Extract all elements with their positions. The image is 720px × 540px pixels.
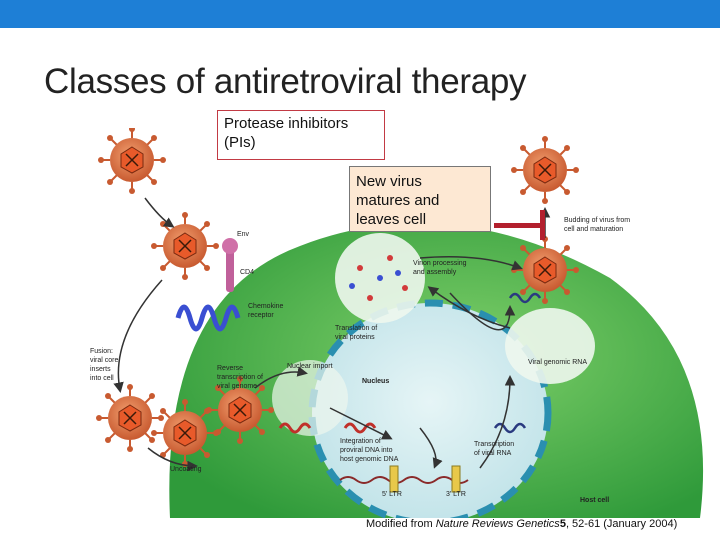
label-chemokine-1: Chemokine (248, 303, 284, 310)
new-virus-line-1: New virus (356, 173, 422, 190)
label-env: Env (237, 231, 250, 238)
mature-virion (510, 135, 580, 205)
label-translation-1: Translation of (335, 325, 377, 332)
label-virion-2: and assembly (413, 269, 457, 276)
label-reverse-3: viral genome (217, 383, 257, 390)
label-fusion-1: Fusion: (90, 348, 113, 355)
label-cd4: CD4 (240, 269, 254, 276)
label-3ltr: 3' LTR (446, 491, 466, 498)
chemokine-receptor-icon (175, 304, 241, 332)
label-nuclear-import: Nuclear import (287, 363, 333, 370)
label-translation-2: viral proteins (335, 334, 375, 341)
inhibition-bar-horizontal (494, 223, 542, 228)
caption-journal: Nature Reviews Genetics (435, 518, 560, 530)
source-caption: Modified from Nature Reviews Genetics5, … (366, 518, 677, 530)
label-chemokine-2: receptor (248, 312, 274, 319)
budding-virion (510, 235, 580, 305)
label-integration-2: proviral DNA into (340, 447, 393, 454)
label-fusion-3: inserts (90, 366, 111, 373)
label-reverse-2: transcription of (217, 374, 263, 381)
label-uncoating: Uncoating (170, 466, 202, 473)
virion-binding (150, 211, 220, 281)
caption-rest: , 52-61 (January 2004) (565, 518, 678, 530)
label-viral-rna: Viral genomic RNA (528, 359, 587, 366)
new-virus-line-3: leaves cell (356, 211, 427, 228)
label-integration-1: Integration of (340, 438, 381, 445)
new-virus-callout: New virus matures and leaves cell (349, 166, 491, 232)
hiv-lifecycle-diagram: Env CD4 Chemokine receptor Fusion: viral… (90, 125, 720, 527)
label-fusion-4: into cell (90, 375, 114, 382)
cd4-receptor (222, 238, 238, 292)
new-virus-line-2: matures and (356, 192, 440, 209)
caption-prefix: Modified from (366, 518, 436, 530)
integrated-provirus (339, 465, 469, 493)
slide-title: Classes of antiretroviral therapy (44, 62, 527, 101)
label-transcription-2: of viral RNA (474, 450, 512, 457)
label-integration-3: host genomic DNA (340, 456, 399, 463)
label-fusion-2: viral core (90, 357, 119, 364)
label-host-cell: Host cell (580, 497, 609, 504)
caption-volume: 5 (559, 518, 566, 530)
label-reverse-1: Reverse (217, 365, 243, 372)
label-5ltr: 5' LTR (382, 491, 402, 498)
label-nucleus: Nucleus (362, 378, 389, 385)
label-transcription-1: Transcription (474, 441, 514, 448)
rna-vesicle (505, 308, 595, 384)
virion-fusion (95, 383, 165, 453)
inhibition-bar-vertical (540, 210, 545, 240)
protease-line-1: Protease inhibitors (224, 115, 349, 132)
label-budding-1: Budding of virus from (564, 217, 630, 224)
protease-inhibitors-callout: Protease inhibitors (PIs) (217, 110, 385, 160)
label-virion-1: Virion processing (413, 260, 467, 267)
label-budding-2: cell and maturation (564, 226, 623, 233)
header-bar (0, 0, 720, 28)
protease-line-2: (PIs) (224, 134, 256, 151)
